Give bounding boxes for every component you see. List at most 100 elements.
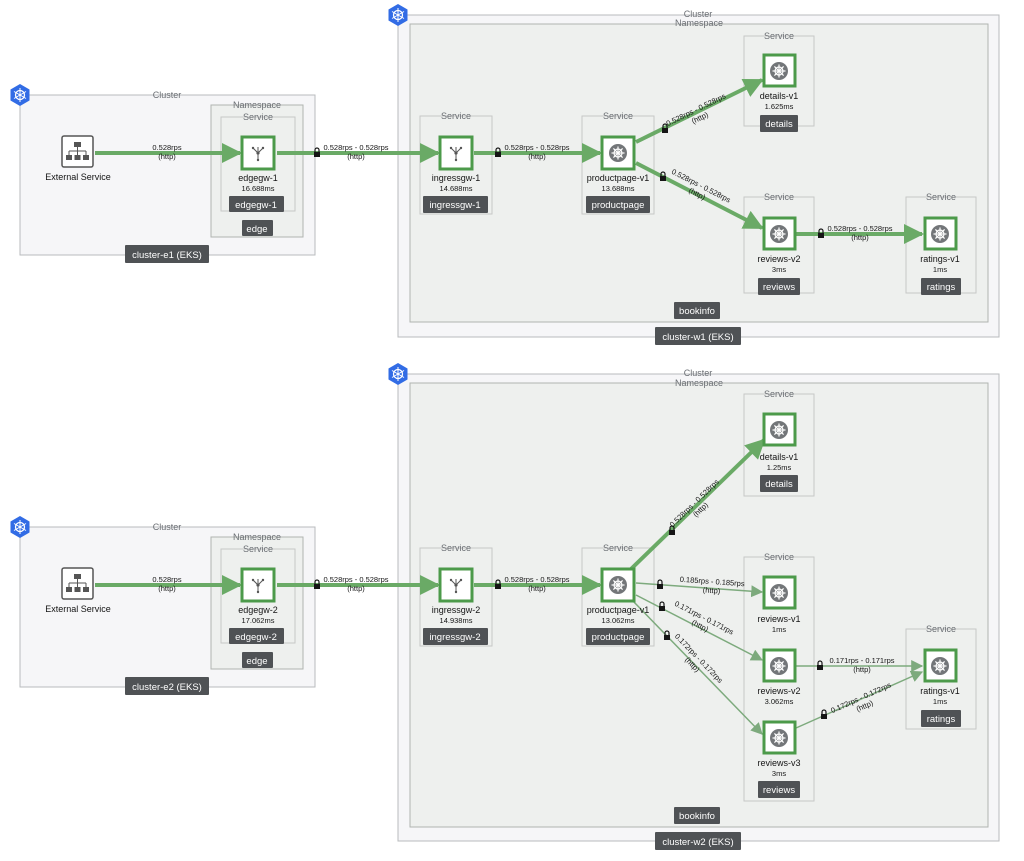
service-reviews-box[interactable]	[743, 556, 815, 802]
node-name: ingressgw-1	[432, 173, 481, 183]
cluster-label: Cluster	[153, 90, 182, 100]
external-service-node[interactable]: External Service	[45, 567, 111, 614]
node-name: reviews-v3	[757, 758, 800, 768]
namespace-label: Namespace	[233, 532, 281, 542]
edge-reviews-v3-to-ratings[interactable]	[795, 670, 924, 729]
edge-rate-label: 0.171rps - 0.171rps	[829, 656, 894, 665]
service-tag[interactable]	[760, 115, 798, 132]
namespace-tag-label: edge	[246, 656, 267, 667]
namespace-bookinfo-box[interactable]	[409, 23, 989, 323]
kubernetes-icon	[769, 656, 789, 676]
service-ingressgw-2-box[interactable]	[419, 547, 493, 647]
service-tag[interactable]	[921, 710, 961, 727]
node-latency: 1ms	[933, 697, 947, 706]
service-tag[interactable]	[423, 196, 488, 213]
namespace-bookinfo-box[interactable]	[409, 382, 989, 828]
cluster-label: Cluster	[684, 9, 713, 19]
cluster-tag[interactable]	[125, 245, 209, 263]
node-latency: 1ms	[772, 625, 786, 634]
node-latency: 14.688ms	[440, 184, 473, 193]
service-tag-label: productpage	[592, 632, 645, 643]
namespace-edge-box[interactable]	[210, 536, 304, 670]
service-tag[interactable]	[921, 278, 961, 295]
node-latency: 13.688ms	[602, 184, 635, 193]
node-latency: 13.062ms	[602, 616, 635, 625]
service-productpage-box[interactable]	[581, 547, 655, 647]
details-v1-node[interactable]: details-v1 1.25ms details	[760, 412, 799, 492]
edgegw-2-node[interactable]: edgegw-2 17.062ms edgegw-2	[229, 567, 284, 644]
edge-productpage-to-details[interactable]	[635, 78, 764, 144]
service-productpage-box[interactable]	[581, 115, 655, 215]
service-label: Service	[243, 112, 273, 122]
edge-rate-label: 0.528rps - 0.528rps	[323, 575, 388, 584]
service-label: Service	[243, 544, 273, 554]
service-label: Service	[441, 543, 471, 553]
kubernetes-icon	[769, 224, 789, 244]
edge-productpage-to-reviews[interactable]	[635, 161, 764, 230]
service-label: Service	[764, 192, 794, 202]
service-label: Service	[926, 624, 956, 634]
service-label: Service	[764, 552, 794, 562]
edgegw-1-node[interactable]: edgegw-1 16.688ms edgegw-1	[229, 135, 284, 212]
ratings-v1-node[interactable]: ratings-v1 1ms ratings	[920, 648, 961, 727]
cluster-tag[interactable]	[125, 677, 209, 695]
service-tag[interactable]	[229, 196, 284, 212]
node-name: productpage-v1	[587, 605, 650, 615]
node-name: reviews-v2	[757, 686, 800, 696]
service-tag[interactable]	[758, 278, 800, 295]
namespace-edge-box[interactable]	[210, 104, 304, 238]
service-tag[interactable]	[758, 781, 800, 798]
kubernetes-icon	[930, 224, 950, 244]
cluster-tag[interactable]	[655, 327, 741, 345]
service-label: Service	[603, 111, 633, 121]
service-tag-label: ratings	[927, 282, 956, 293]
ratings-v1-node[interactable]: ratings-v1 1ms ratings	[920, 216, 961, 295]
productpage-v1-node[interactable]: productpage-v1 13.688ms productpage	[586, 135, 650, 213]
cluster-e1: Cluster Namespace Service	[9, 83, 316, 256]
details-v1-node[interactable]: details-v1 1.625ms details	[760, 53, 799, 132]
namespace-tag-label: edge	[246, 224, 267, 235]
namespace-tag[interactable]	[242, 652, 273, 668]
edge-productpage-to-reviews-v2[interactable]	[635, 594, 764, 661]
cluster-tag[interactable]	[655, 832, 741, 850]
service-details-box[interactable]	[743, 393, 815, 497]
cluster-tag-label: cluster-w2 (EKS)	[662, 837, 733, 848]
edge-protocol-label: (http)	[347, 584, 365, 593]
namespace-tag[interactable]	[674, 302, 720, 319]
service-tag-label: productpage	[592, 200, 645, 211]
service-tag[interactable]	[586, 628, 650, 645]
service-tag[interactable]	[586, 196, 650, 213]
service-tag-label: ingressgw-2	[429, 632, 480, 643]
edge-rate-label: 0.528rps - 0.528rps	[323, 143, 388, 152]
node-name: ratings-v1	[920, 254, 960, 264]
ingressgw-1-node[interactable]: ingressgw-1 14.688ms ingressgw-1	[423, 135, 488, 213]
ingressgw-2-node[interactable]: ingressgw-2 14.938ms ingressgw-2	[423, 567, 488, 645]
hierarchy-icon	[66, 142, 89, 160]
reviews-v3-node[interactable]: reviews-v3 3ms	[757, 720, 801, 778]
reviews-v2-node[interactable]: reviews-v2 3ms reviews	[757, 216, 801, 295]
kubernetes-icon	[608, 143, 628, 163]
edge-protocol-label: (http)	[158, 152, 176, 161]
reviews-v1-node[interactable]: reviews-v1 1ms	[757, 575, 801, 634]
kubernetes-icon	[769, 420, 789, 440]
namespace-tag[interactable]	[242, 220, 273, 236]
service-tag-label: reviews	[763, 282, 795, 293]
namespace-label: Namespace	[675, 378, 723, 388]
edge-productpage-to-details[interactable]	[628, 438, 766, 572]
service-label: Service	[764, 31, 794, 41]
node-name: reviews-v2	[757, 254, 800, 264]
service-tag[interactable]	[760, 475, 798, 492]
node-name: edgegw-1	[238, 173, 278, 183]
kubernetes-icon	[769, 61, 789, 81]
reviews-v2-node[interactable]: reviews-v2 3.062ms	[757, 648, 801, 706]
edge-productpage-to-reviews-v3[interactable]	[631, 599, 763, 735]
service-tag[interactable]	[229, 628, 284, 644]
external-service-node[interactable]: External Service	[45, 135, 111, 182]
edge-rate-label: 0.528rps - 0.528rps	[827, 224, 892, 233]
service-tag[interactable]	[423, 628, 488, 645]
namespace-tag[interactable]	[674, 807, 720, 824]
workload-box[interactable]	[762, 720, 797, 755]
service-ingressgw-1-box[interactable]	[419, 115, 493, 215]
productpage-v1-node[interactable]: productpage-v1 13.062ms productpage	[586, 567, 650, 645]
service-tag-label: edgegw-2	[235, 632, 277, 643]
